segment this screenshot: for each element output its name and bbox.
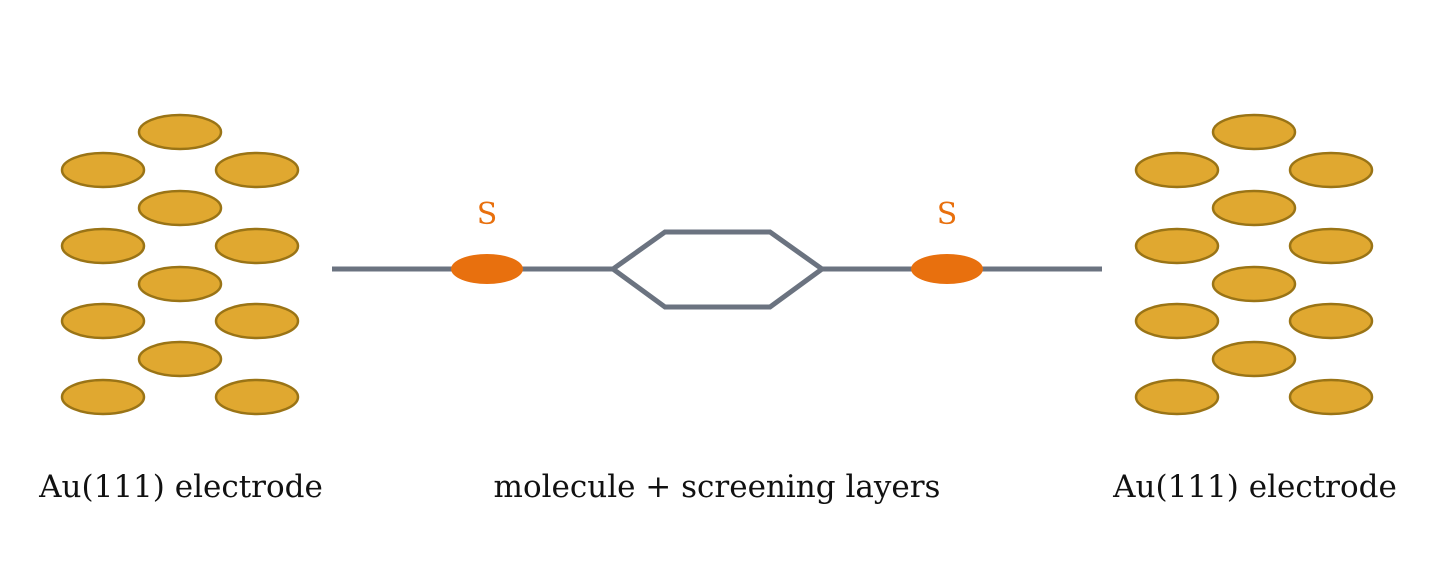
right-electrode (1134, 113, 1374, 416)
left-gold-atom (60, 378, 146, 416)
right-gold-atom (1211, 189, 1297, 227)
right-gold-atom (1288, 151, 1374, 189)
right-gold-atom (1211, 265, 1297, 303)
left-gold-atom (60, 302, 146, 340)
sulfur-label-right: S (937, 197, 958, 232)
molecule-label: molecule + screening layers (494, 469, 941, 505)
sulfur-label-left: S (477, 197, 498, 232)
left-gold-atom (214, 151, 300, 189)
left-gold-atom (137, 340, 223, 378)
left-gold-atom (137, 113, 223, 151)
left-gold-atom (137, 265, 223, 303)
right-gold-atom (1134, 302, 1220, 340)
right-gold-atom (1288, 378, 1374, 416)
right-electrode-label: Au(111) electrode (1112, 469, 1397, 505)
right-gold-atom (1211, 113, 1297, 151)
right-gold-atom (1288, 227, 1374, 265)
right-gold-atom (1134, 151, 1220, 189)
left-electrode-label: Au(111) electrode (38, 469, 323, 505)
sulfur-atom-left (451, 254, 523, 284)
left-gold-atom (214, 302, 300, 340)
benzene-ring (608, 229, 827, 310)
left-gold-atom (214, 227, 300, 265)
left-gold-atom (214, 378, 300, 416)
left-gold-atom (60, 151, 146, 189)
right-gold-atom (1134, 378, 1220, 416)
left-gold-atom (137, 189, 223, 227)
right-gold-atom (1288, 302, 1374, 340)
right-gold-atom (1134, 227, 1220, 265)
left-electrode (60, 113, 300, 416)
sulfur-atom-right (911, 254, 983, 284)
left-gold-atom (60, 227, 146, 265)
molecule: S S (332, 197, 1102, 310)
right-gold-atom (1211, 340, 1297, 378)
